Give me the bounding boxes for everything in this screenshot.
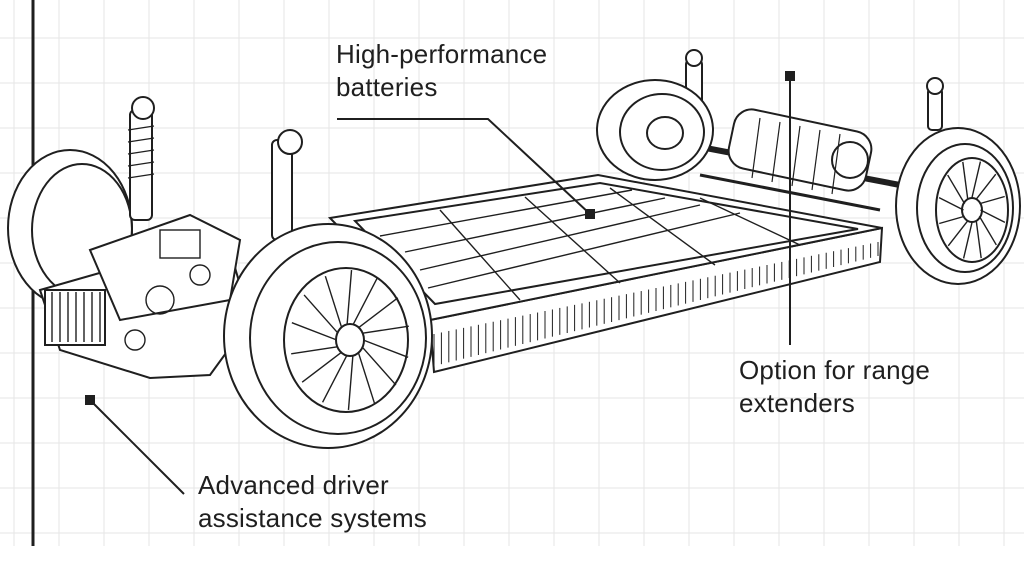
front-right-wheel xyxy=(223,223,433,449)
wheel-spoke xyxy=(361,325,409,335)
bottom-margin xyxy=(0,546,1024,576)
callout-adas-line1: Advanced driver xyxy=(198,470,389,500)
wheel-spoke xyxy=(357,297,399,329)
callout-range-line1: Option for range xyxy=(739,355,931,385)
wheel-spoke xyxy=(291,345,339,355)
battery-side-ribs xyxy=(433,242,879,366)
wheel-spoke xyxy=(975,220,982,259)
callout-range-line2: extenders xyxy=(739,388,855,418)
rear-right-wheel xyxy=(895,127,1021,285)
callout-leaders xyxy=(85,71,795,495)
wheel-spoke xyxy=(947,220,969,247)
battery-cell-grid xyxy=(379,187,801,301)
callout-range-extenders: Option for range extenders xyxy=(739,354,930,420)
callout-batteries-line1: High-performance xyxy=(336,39,548,69)
wheel-spoke xyxy=(291,322,338,341)
callout-batteries: High-performance batteries xyxy=(336,38,547,104)
wheel-spoke xyxy=(346,269,353,326)
wheel-spoke xyxy=(975,173,997,200)
wheel-spoke xyxy=(352,277,379,326)
wheel-spoke xyxy=(980,209,1006,223)
rear-right-spokes xyxy=(938,161,1006,259)
wheel-spoke xyxy=(347,354,354,411)
wheel-spoke xyxy=(938,197,964,211)
callout-adas-line2: assistance systems xyxy=(198,503,428,533)
wheel-spoke xyxy=(321,354,348,403)
wheel-spoke xyxy=(962,161,969,200)
wheel-spoke xyxy=(979,195,1005,205)
wheel-spoke xyxy=(324,275,343,329)
wheel-spoke xyxy=(978,215,997,246)
callout-batteries-line2: batteries xyxy=(336,72,438,102)
wheel-spoke xyxy=(357,351,376,405)
front-axle-assembly xyxy=(7,96,303,380)
callout-adas: Advanced driver assistance systems xyxy=(198,469,427,535)
wheel-spoke xyxy=(962,222,973,259)
wheel-spoke xyxy=(947,174,966,205)
wheel-spoke xyxy=(361,346,397,386)
rear-left-wheel xyxy=(596,79,714,181)
wheel-spoke xyxy=(301,351,343,383)
front-right-spokes xyxy=(291,269,409,411)
wheel-spoke xyxy=(303,294,339,334)
wheel-spoke xyxy=(939,215,965,225)
wheel-spoke xyxy=(362,339,409,358)
wheel-spoke xyxy=(971,161,982,198)
